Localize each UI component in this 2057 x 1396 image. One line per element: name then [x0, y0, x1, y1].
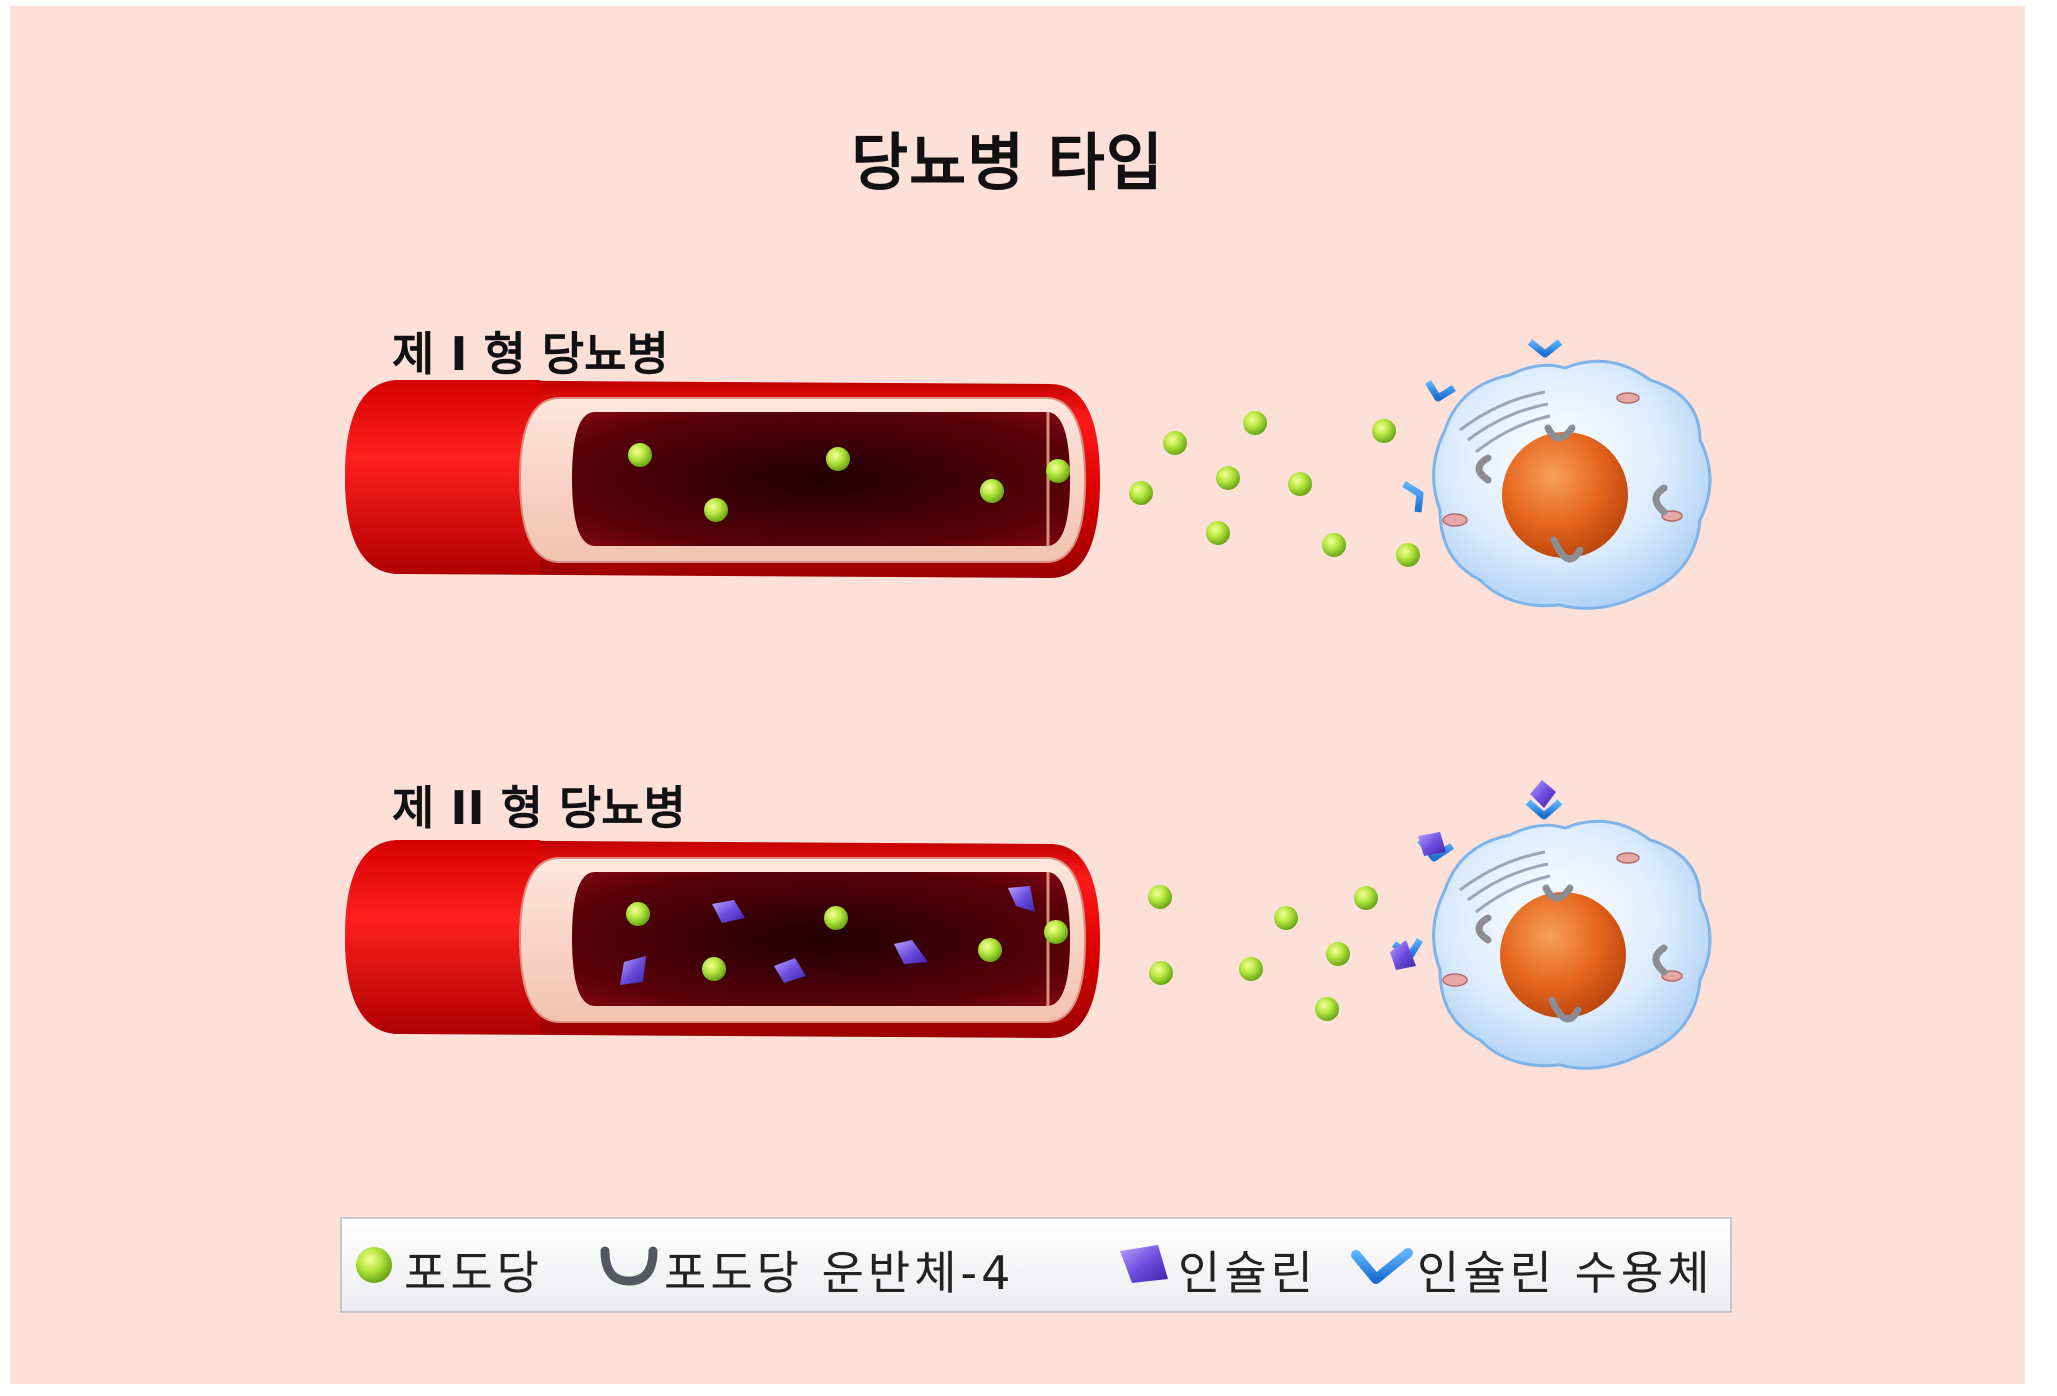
glucose-molecule: [824, 906, 848, 930]
glucose-molecule: [1163, 431, 1187, 455]
glucose-molecule: [628, 443, 652, 467]
glucose-transporter: [1542, 884, 1574, 902]
nucleus: [1500, 892, 1626, 1018]
glucose-molecule: [1372, 419, 1396, 443]
glucose-molecule: [1239, 957, 1263, 981]
type1-glucose-outside: [1129, 411, 1420, 567]
glucose-molecule: [978, 938, 1002, 962]
legend-insulin-receptor-label: 인슐린 수용체: [1417, 1246, 1714, 1300]
insulin-receptor: [1527, 339, 1563, 358]
glucose-molecule: [1274, 906, 1298, 930]
glucose-icon: [356, 1247, 392, 1283]
glucose-molecule: [1044, 920, 1068, 944]
glucose-transporter: [1550, 536, 1584, 563]
glucose-molecule: [826, 447, 850, 471]
type2-vessel: [345, 840, 1100, 1038]
glucose-molecule: [1148, 885, 1172, 909]
background-panel: [10, 6, 2025, 1384]
legend-glucose-label: 포도당: [404, 1246, 543, 1300]
legend-insulin-label: 인슐린: [1178, 1246, 1317, 1300]
type1-label: 제 I 형 당뇨병: [392, 327, 669, 381]
insulin-receptor: [1402, 481, 1424, 513]
page-title: 당뇨병 타입: [851, 126, 1164, 199]
glucose-molecule: [1243, 411, 1267, 435]
glucose-transporter: [1544, 424, 1576, 442]
type1-glucose-in-vessel: [628, 443, 1070, 522]
glucose-transporter: [1652, 944, 1668, 976]
glucose-molecule: [1216, 466, 1240, 490]
legend: 포도당 포도당 운반체-4 인슐린 인슐린 수용체: [340, 1217, 1732, 1313]
insulin-receptor: [1525, 799, 1563, 820]
glucose-molecule: [1322, 533, 1346, 557]
type2-glucose-in-vessel: [626, 902, 1068, 981]
glucose-transporter: [1475, 914, 1492, 944]
glucose-molecule: [1354, 886, 1378, 910]
type2-cell: [1390, 780, 1712, 1070]
glucose-molecule: [1315, 997, 1339, 1021]
glucose-molecule: [704, 498, 728, 522]
insulin-molecule: [894, 940, 928, 964]
glucose-transporter-icon: [600, 1246, 658, 1286]
insulin-molecule: [620, 956, 646, 985]
type1-vessel: [345, 380, 1100, 578]
type2-label: 제 II 형 당뇨병: [392, 781, 686, 835]
glucose-molecule: [1396, 543, 1420, 567]
glucose-molecule: [1288, 472, 1312, 496]
glucose-molecule: [980, 479, 1004, 503]
insulin-molecule: [1530, 780, 1556, 808]
glucose-molecule: [1129, 481, 1153, 505]
insulin-icon: [1120, 1245, 1168, 1283]
glucose-molecule: [1046, 459, 1070, 483]
glucose-molecule: [702, 957, 726, 981]
glucose-molecule: [1206, 521, 1230, 545]
glucose-transporter: [1652, 484, 1668, 516]
insulin-receptor-icon: [1351, 1248, 1413, 1284]
glucose-transporter: [1475, 454, 1492, 484]
insulin-molecule: [1418, 832, 1446, 856]
insulin-molecule: [712, 900, 745, 923]
insulin-molecule: [1008, 886, 1035, 912]
insulin-molecule: [774, 958, 806, 983]
type2-insulin-in-vessel: [620, 886, 1035, 985]
nucleus: [1502, 432, 1628, 558]
glucose-molecule: [1149, 961, 1173, 985]
glucose-transporter: [1548, 996, 1582, 1023]
legend-glut4-label: 포도당 운반체-4: [664, 1246, 1015, 1300]
insulin-receptor: [1425, 380, 1456, 402]
glucose-molecule: [626, 902, 650, 926]
type2-glucose-outside: [1148, 885, 1378, 1021]
type1-cell: [1402, 339, 1712, 610]
insulin-molecule: [1390, 940, 1416, 970]
glucose-molecule: [1326, 942, 1350, 966]
